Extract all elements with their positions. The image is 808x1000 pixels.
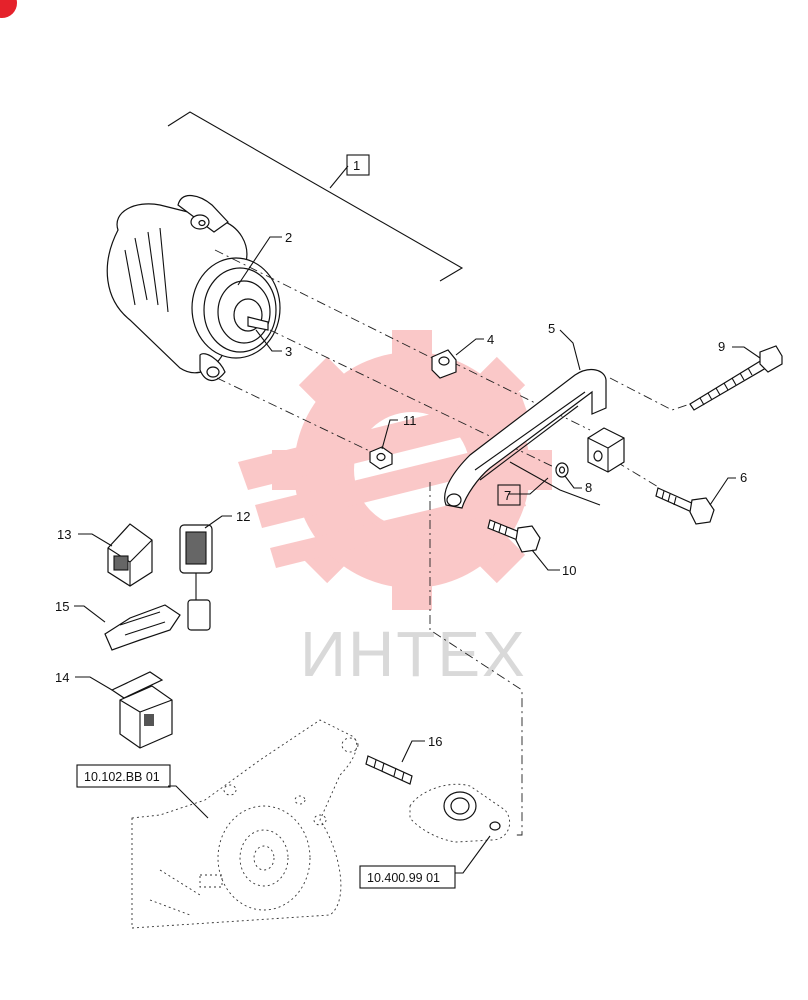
harness-connector [104,604,181,651]
callout-6: 6 [740,470,747,485]
clamp-outline [509,461,601,506]
callout-4: 4 [487,332,494,347]
alternator [106,195,281,381]
long-bolt [689,345,783,411]
corner-badge [0,0,17,18]
callout-12: 12 [236,509,250,524]
reference-label-1: 10.102.BB 01 [84,770,160,784]
callout-8: 8 [585,480,592,495]
engine-housing [131,719,359,929]
sensor-module [179,524,213,631]
mount-bracket [409,783,510,843]
callout-5: 5 [548,321,555,336]
callout-leader-1 [329,165,349,189]
callout-1: 1 [353,158,360,173]
bolt [655,487,715,525]
watermark-text: ИНТЕХ [300,618,527,690]
callout-9: 9 [718,339,725,354]
washer [555,462,569,478]
callout-3: 3 [285,344,292,359]
reference-box-1 [76,764,171,788]
callout-14: 14 [55,670,69,685]
callout-box-1 [346,154,370,176]
stud [365,755,413,785]
spacer [431,349,457,379]
bolt-10 [487,519,541,553]
assembly-bracket-line [167,111,464,282]
clamp-block [587,427,625,473]
callout-11: 11 [403,413,417,428]
leader-lines [74,236,761,874]
relay-with-bracket [110,671,173,749]
callout-16: 16 [428,734,442,749]
callout-2: 2 [285,230,292,245]
callout-13: 13 [57,527,71,542]
reference-box-2 [359,865,456,889]
callout-7: 7 [504,488,511,503]
relay-module [107,523,153,587]
watermark-logo [238,330,552,610]
callout-box-7 [497,484,521,506]
callout-10: 10 [562,563,576,578]
nut [369,446,393,470]
callout-15: 15 [55,599,69,614]
reference-label-2: 10.400.99 01 [367,871,440,885]
adjusting-bracket [444,368,607,509]
